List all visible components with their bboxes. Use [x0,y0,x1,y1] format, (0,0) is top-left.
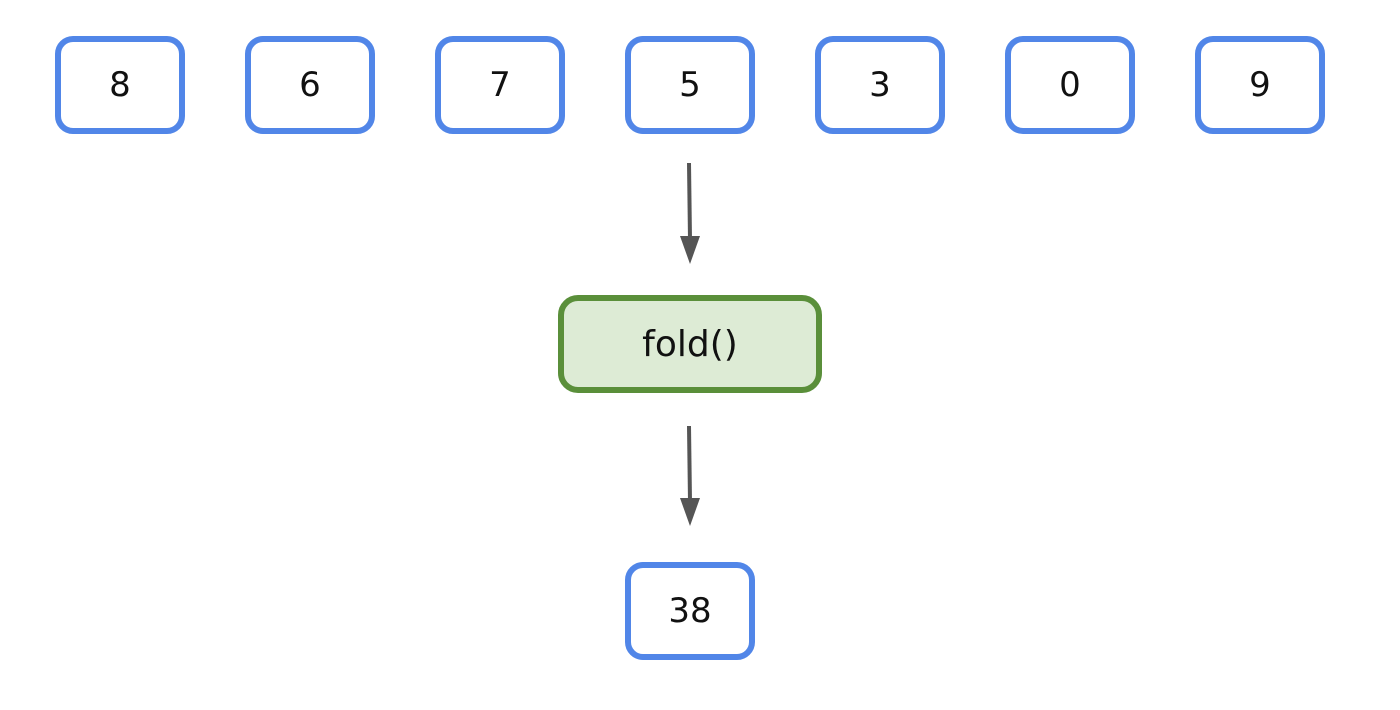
result-box: 38 [625,562,755,660]
input-item-6: 9 [1195,36,1325,134]
input-item-5: 0 [1005,36,1135,134]
input-item-3: 5 [625,36,755,134]
arrow-to-fold [680,162,700,264]
arrow-to-result [680,425,700,526]
fold-function-box: fold() [558,295,822,393]
input-item-1: 6 [245,36,375,134]
input-item-2: 7 [435,36,565,134]
input-item-4: 3 [815,36,945,134]
input-item-0: 8 [55,36,185,134]
